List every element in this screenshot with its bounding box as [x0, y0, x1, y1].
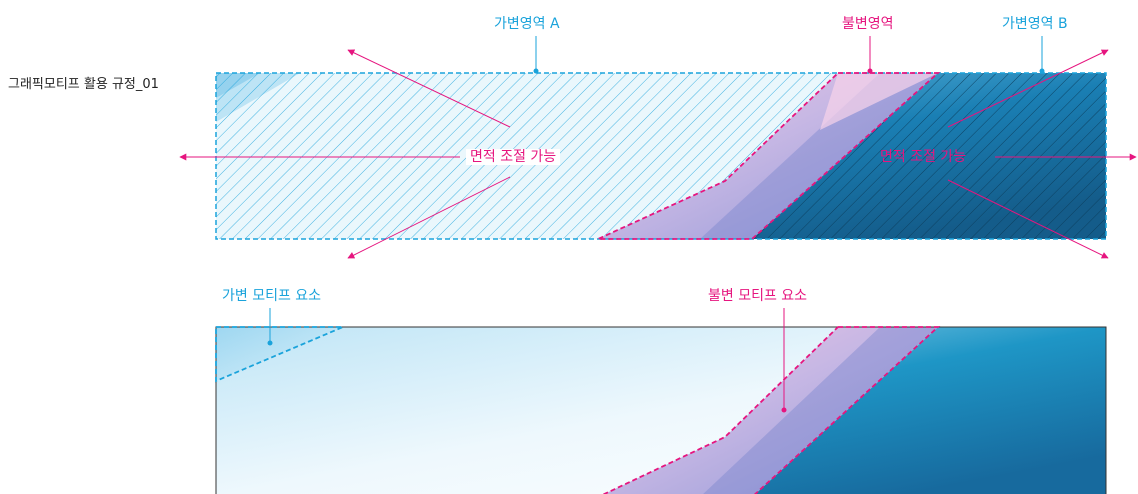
bottom-invariable-shape	[604, 327, 938, 494]
label-variable-area-a: 가변영역 A	[494, 16, 560, 32]
hatch-b	[752, 73, 1106, 239]
invariable-area-fill	[598, 73, 938, 239]
arrows-right	[947, 49, 1137, 259]
dot-invariable-motif	[781, 407, 787, 413]
dot-variable-motif	[267, 340, 273, 346]
arrows-left	[179, 49, 511, 259]
top-panel	[179, 36, 1137, 259]
bottom-frame	[215, 326, 1107, 494]
bottom-panel	[215, 308, 1107, 494]
variable-motif-outline	[215, 326, 344, 383]
diagram-title: 그래픽모티프 활용 규정_01	[8, 77, 159, 92]
label-invariable-area: 불변영역	[842, 16, 894, 32]
label-adjust-left: 면적 조절 가능	[466, 149, 561, 165]
label-adjust-right: 면적 조절 가능	[880, 149, 967, 165]
bottom-deep-area	[755, 327, 1106, 494]
label-invariable-motif: 불변 모티프 요소	[708, 288, 808, 304]
invariable-motif-outline	[602, 326, 941, 494]
invariable-outline	[597, 72, 941, 240]
label-variable-motif: 가변 모티프 요소	[222, 288, 322, 304]
label-variable-area-b: 가변영역 B	[1002, 16, 1068, 32]
